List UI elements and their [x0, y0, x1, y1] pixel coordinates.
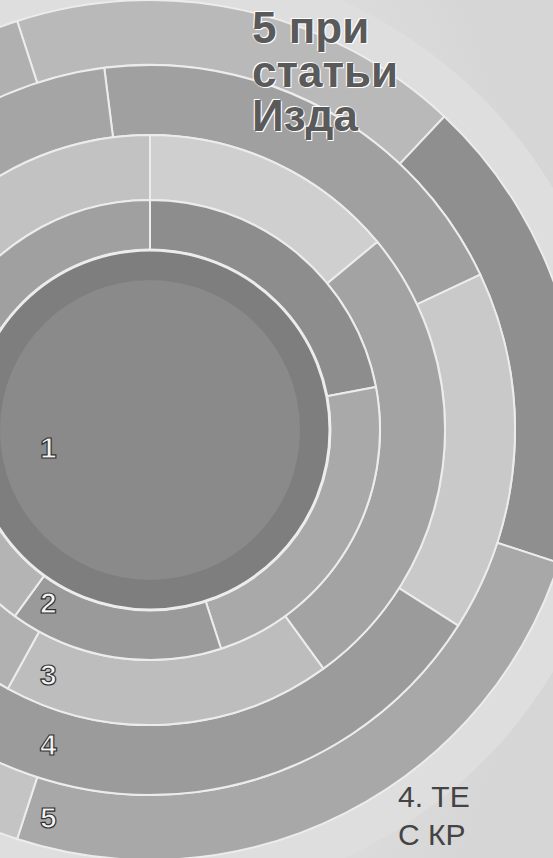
callout-number: 1 [40, 432, 57, 464]
callout-number: 5 [40, 802, 57, 834]
inner-disc [0, 250, 330, 610]
inner-disc-core [0, 280, 300, 580]
section-heading: 4. ТЕ С КР [398, 778, 490, 854]
callout-number: 3 [40, 659, 57, 691]
callout-number: 4 [40, 729, 57, 761]
callout-number: 2 [40, 587, 57, 619]
article-title: 5 при статьи Изда [252, 6, 427, 138]
